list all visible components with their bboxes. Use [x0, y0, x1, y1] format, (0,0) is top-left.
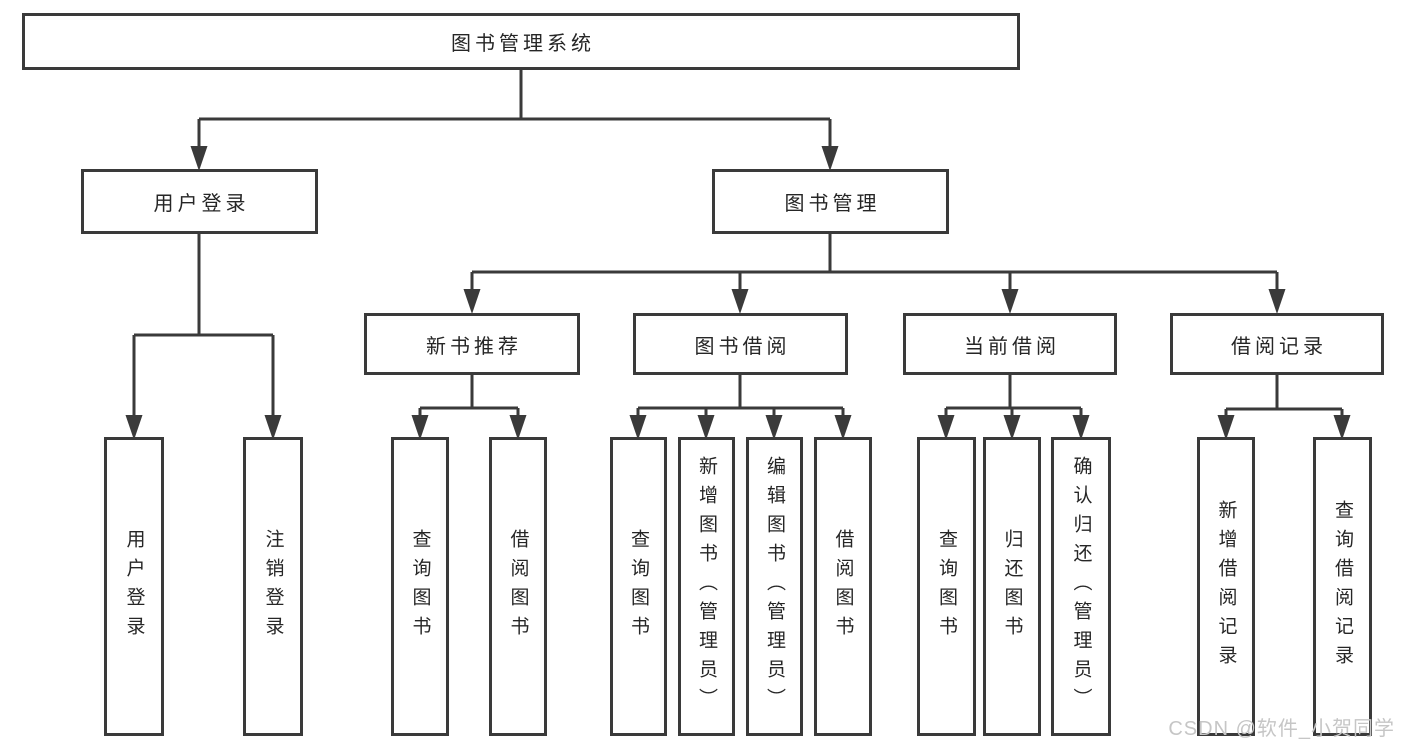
node-label: 新增图书（管理员） [696, 456, 717, 717]
node-label: 编辑图书（管理员） [764, 456, 785, 717]
node-label: 新增借阅记录 [1215, 499, 1237, 674]
node-label: 新书推荐 [426, 335, 522, 358]
node-leaf-current-query-books: 查询图书 [917, 437, 976, 736]
node-leaf-logout: 注销登录 [243, 437, 303, 736]
node-leaf-records-add-record: 新增借阅记录 [1197, 437, 1255, 736]
node-leaf-borrow-edit-books: 编辑图书（管理员） [746, 437, 803, 736]
node-label: 确认归还（管理员） [1070, 456, 1092, 717]
node-leaf-borrow-borrow-books: 借阅图书 [814, 437, 872, 736]
node-label: 借阅图书 [507, 528, 529, 645]
node-leaf-recommend-borrow-books: 借阅图书 [489, 437, 547, 736]
node-leaf-current-return-books: 归还图书 [983, 437, 1041, 736]
node-label: 图书借阅 [694, 335, 791, 358]
node-label: 图书管理系统 [451, 33, 595, 55]
node-label: 注销登录 [262, 528, 284, 645]
node-label: 查询图书 [409, 528, 431, 645]
node-label: 图书管理 [784, 193, 881, 215]
node-leaf-records-query-record: 查询借阅记录 [1313, 437, 1372, 736]
node-root: 图书管理系统 [22, 13, 1020, 70]
watermark: CSDN @软件_小贺同学 [1168, 718, 1395, 740]
node-leaf-user-login: 用户登录 [104, 437, 164, 736]
node-label: 查询图书 [936, 528, 957, 645]
node-module-current-borrow: 当前借阅 [903, 313, 1117, 375]
node-module-borrow-records: 借阅记录 [1170, 313, 1384, 375]
node-branch-book-management: 图书管理 [712, 169, 949, 234]
node-leaf-borrow-add-books: 新增图书（管理员） [678, 437, 735, 736]
node-label: 归还图书 [1001, 528, 1023, 645]
node-branch-user-login: 用户登录 [81, 169, 318, 234]
node-label: 用户登录 [123, 528, 145, 645]
node-leaf-recommend-query-books: 查询图书 [391, 437, 449, 736]
node-label: 查询借阅记录 [1332, 499, 1353, 674]
node-label: 借阅图书 [832, 528, 854, 645]
node-label: 用户登录 [153, 193, 250, 215]
node-leaf-current-confirm-return: 确认归还（管理员） [1051, 437, 1111, 736]
node-module-new-book-recommend: 新书推荐 [364, 313, 580, 375]
node-module-book-borrow: 图书借阅 [633, 313, 848, 375]
node-leaf-borrow-query-books: 查询图书 [610, 437, 667, 736]
node-label: 借阅记录 [1231, 335, 1327, 358]
node-label: 查询图书 [628, 528, 649, 645]
node-label: 当前借阅 [964, 335, 1060, 358]
